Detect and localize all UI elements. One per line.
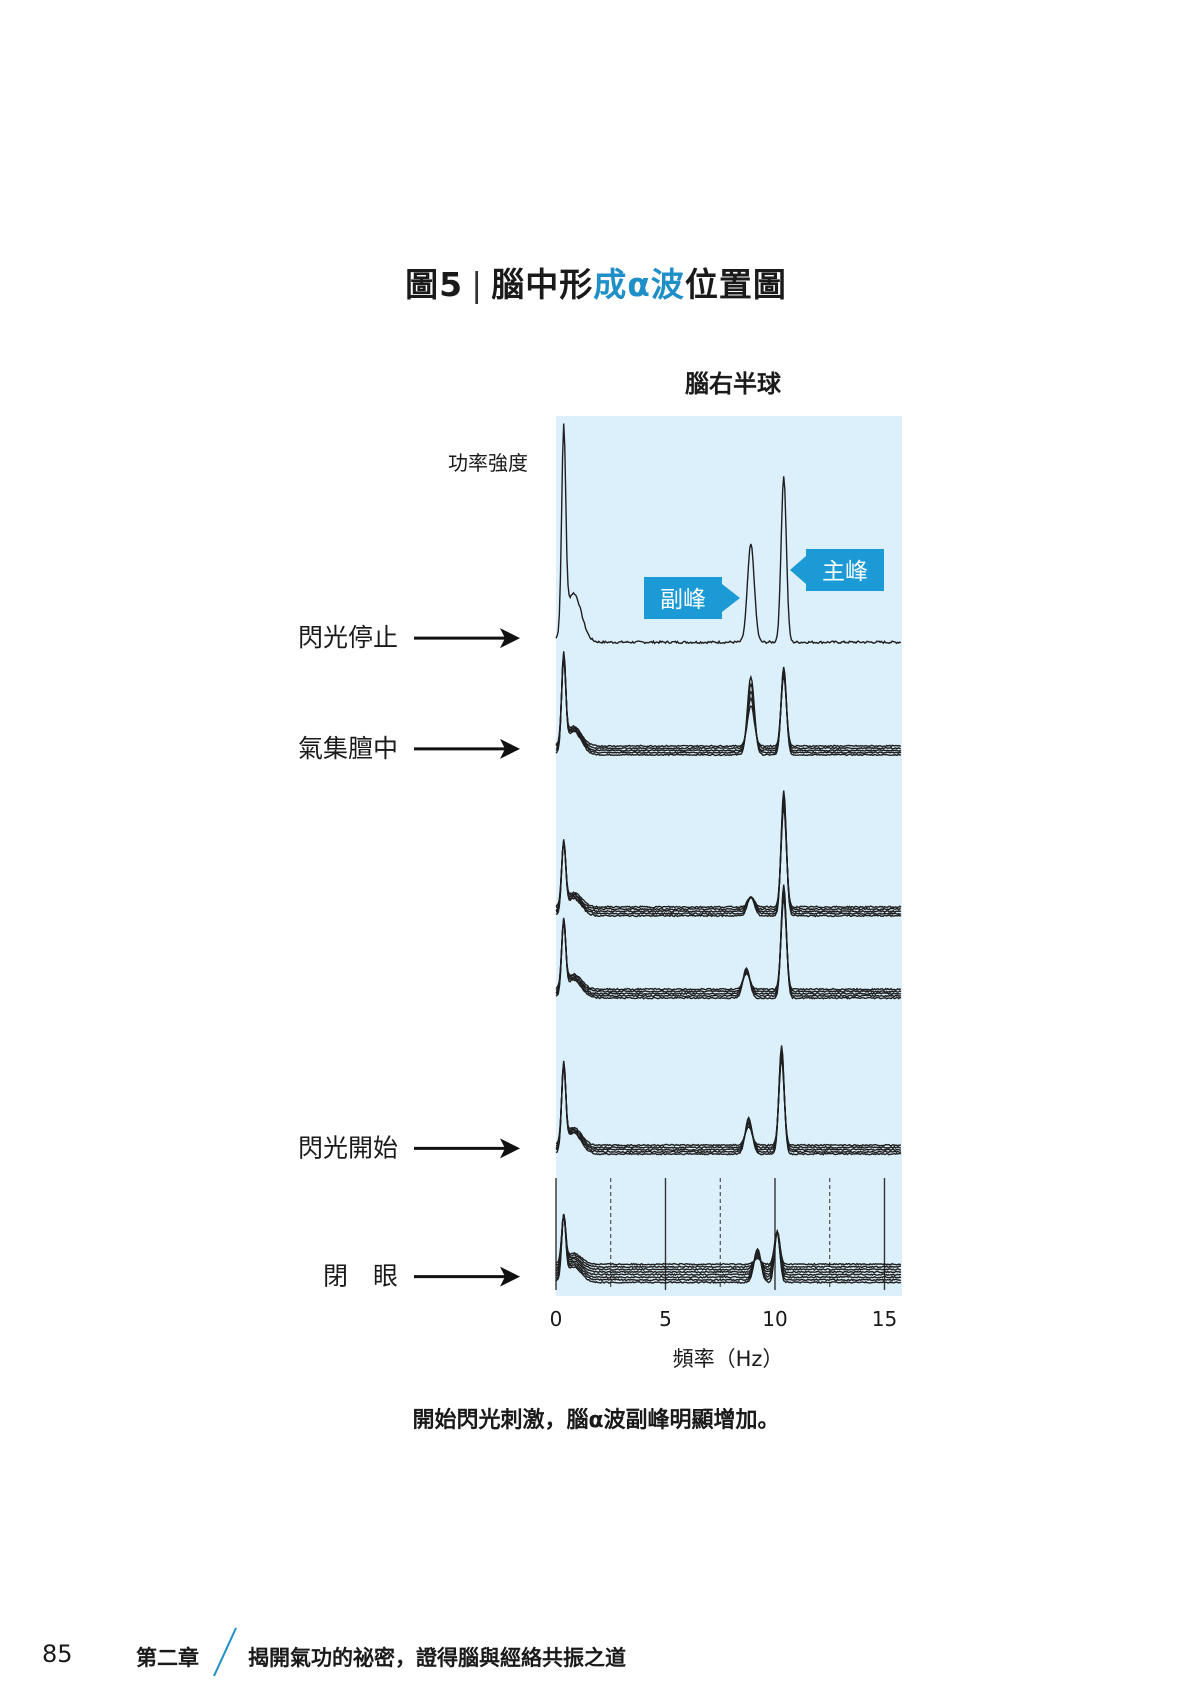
- figure-caption: 開始閃光刺激，腦α波副峰明顯增加。: [412, 1408, 780, 1433]
- spectrum-trace-r2-t2: [555, 798, 902, 914]
- spectrum-trace-r2-t3: [555, 803, 901, 911]
- spectrum-trace-r3-t1: [555, 887, 901, 998]
- title-part-3: 位置圖: [684, 265, 787, 304]
- x-tick-label-1: 5: [659, 1307, 672, 1331]
- spectrum-trace-r5-t7: [555, 1215, 901, 1266]
- x-tick-label-3: 15: [872, 1307, 897, 1331]
- callout-main-peak-pointer: [790, 556, 806, 584]
- spectrum-trace-r0-t0: [555, 423, 902, 645]
- spectrum-trace-r3-t4: [555, 897, 902, 991]
- spectrum-trace-r2-t0: [555, 790, 902, 918]
- condition-arrow-head-1: [500, 738, 520, 759]
- x-tick-label-0: 0: [550, 1307, 563, 1331]
- callout-main-peak-label: 主峰: [822, 559, 868, 585]
- spectrum-trace-r2-t4: [555, 807, 902, 909]
- spectrum-trace-r1-t3: [555, 656, 901, 750]
- spectrum-trace-r5-t1: [556, 1213, 901, 1282]
- chapter-label: 第二章: [136, 1646, 199, 1670]
- spectrum-trace-r4-t1: [555, 1049, 902, 1154]
- page-number: 85: [42, 1640, 73, 1668]
- spectrum-trace-r3-t3: [555, 894, 902, 994]
- spectrum-trace-r5-t5: [555, 1214, 902, 1272]
- spectrum-trace-r5-t0: [555, 1213, 902, 1285]
- title-part-1: 腦中形: [491, 265, 594, 304]
- spectrum-trace-r2-t1: [555, 795, 901, 916]
- spectrum-trace-r5-t4: [555, 1214, 902, 1274]
- spectrum-trace-r4-t3: [555, 1055, 902, 1149]
- spectrum-trace-r4-t2: [555, 1052, 901, 1152]
- condition-arrow-head-0: [500, 628, 520, 649]
- spectrum-trace-r5-t6: [555, 1215, 901, 1269]
- plot-panel: [556, 416, 902, 1296]
- callout-side-peak-box: [644, 577, 722, 619]
- condition-arrow-head-3: [500, 1266, 520, 1287]
- condition-arrow-head-2: [500, 1138, 520, 1159]
- callout-side-peak-label: 副峰: [660, 587, 706, 613]
- callout-side-peak-pointer: [722, 584, 740, 612]
- spectrum-trace-r4-t0: [555, 1045, 902, 1156]
- figure-title: 圖5|腦中形成α波位置圖: [0, 258, 1192, 306]
- slash-divider: [213, 1627, 237, 1677]
- spectrum-trace-r5-t3: [555, 1214, 902, 1277]
- condition-label-3: 閉 眼: [323, 1262, 398, 1291]
- y-axis-label: 功率強度: [448, 451, 528, 475]
- spectrum-trace-r3-t2: [555, 890, 901, 996]
- book-title: 揭開氣功的祕密，證得腦與經絡共振之道: [248, 1646, 626, 1670]
- spectrum-trace-r1-t2: [555, 654, 902, 752]
- title-part-2: 成α波: [593, 265, 685, 304]
- spectrum-trace-r5-t2: [555, 1214, 902, 1279]
- spectrum-trace-r1-t1: [555, 653, 902, 755]
- spectrum-trace-r3-t0: [555, 884, 902, 1000]
- figure-number: 圖5: [405, 265, 464, 304]
- callout-main-peak-box: [806, 549, 884, 591]
- spectrum-trace-r1-t0: [555, 651, 901, 757]
- page-footer: 85 第二章 揭開氣功的祕密，證得腦與經絡共振之道: [0, 1627, 1192, 1680]
- x-tick-label-2: 10: [762, 1307, 787, 1331]
- condition-label-0: 閃光停止: [298, 623, 398, 652]
- title-separator: |: [471, 265, 484, 304]
- spectrum-trace-r4-t4: [555, 1058, 902, 1147]
- condition-label-2: 閃光開始: [298, 1133, 398, 1162]
- chart-title: 腦右半球: [685, 370, 782, 398]
- x-axis-label: 頻率（Hz）: [673, 1347, 784, 1371]
- condition-label-1: 氣集膻中: [298, 734, 398, 763]
- spectrum-trace-r1-t4: [555, 658, 902, 748]
